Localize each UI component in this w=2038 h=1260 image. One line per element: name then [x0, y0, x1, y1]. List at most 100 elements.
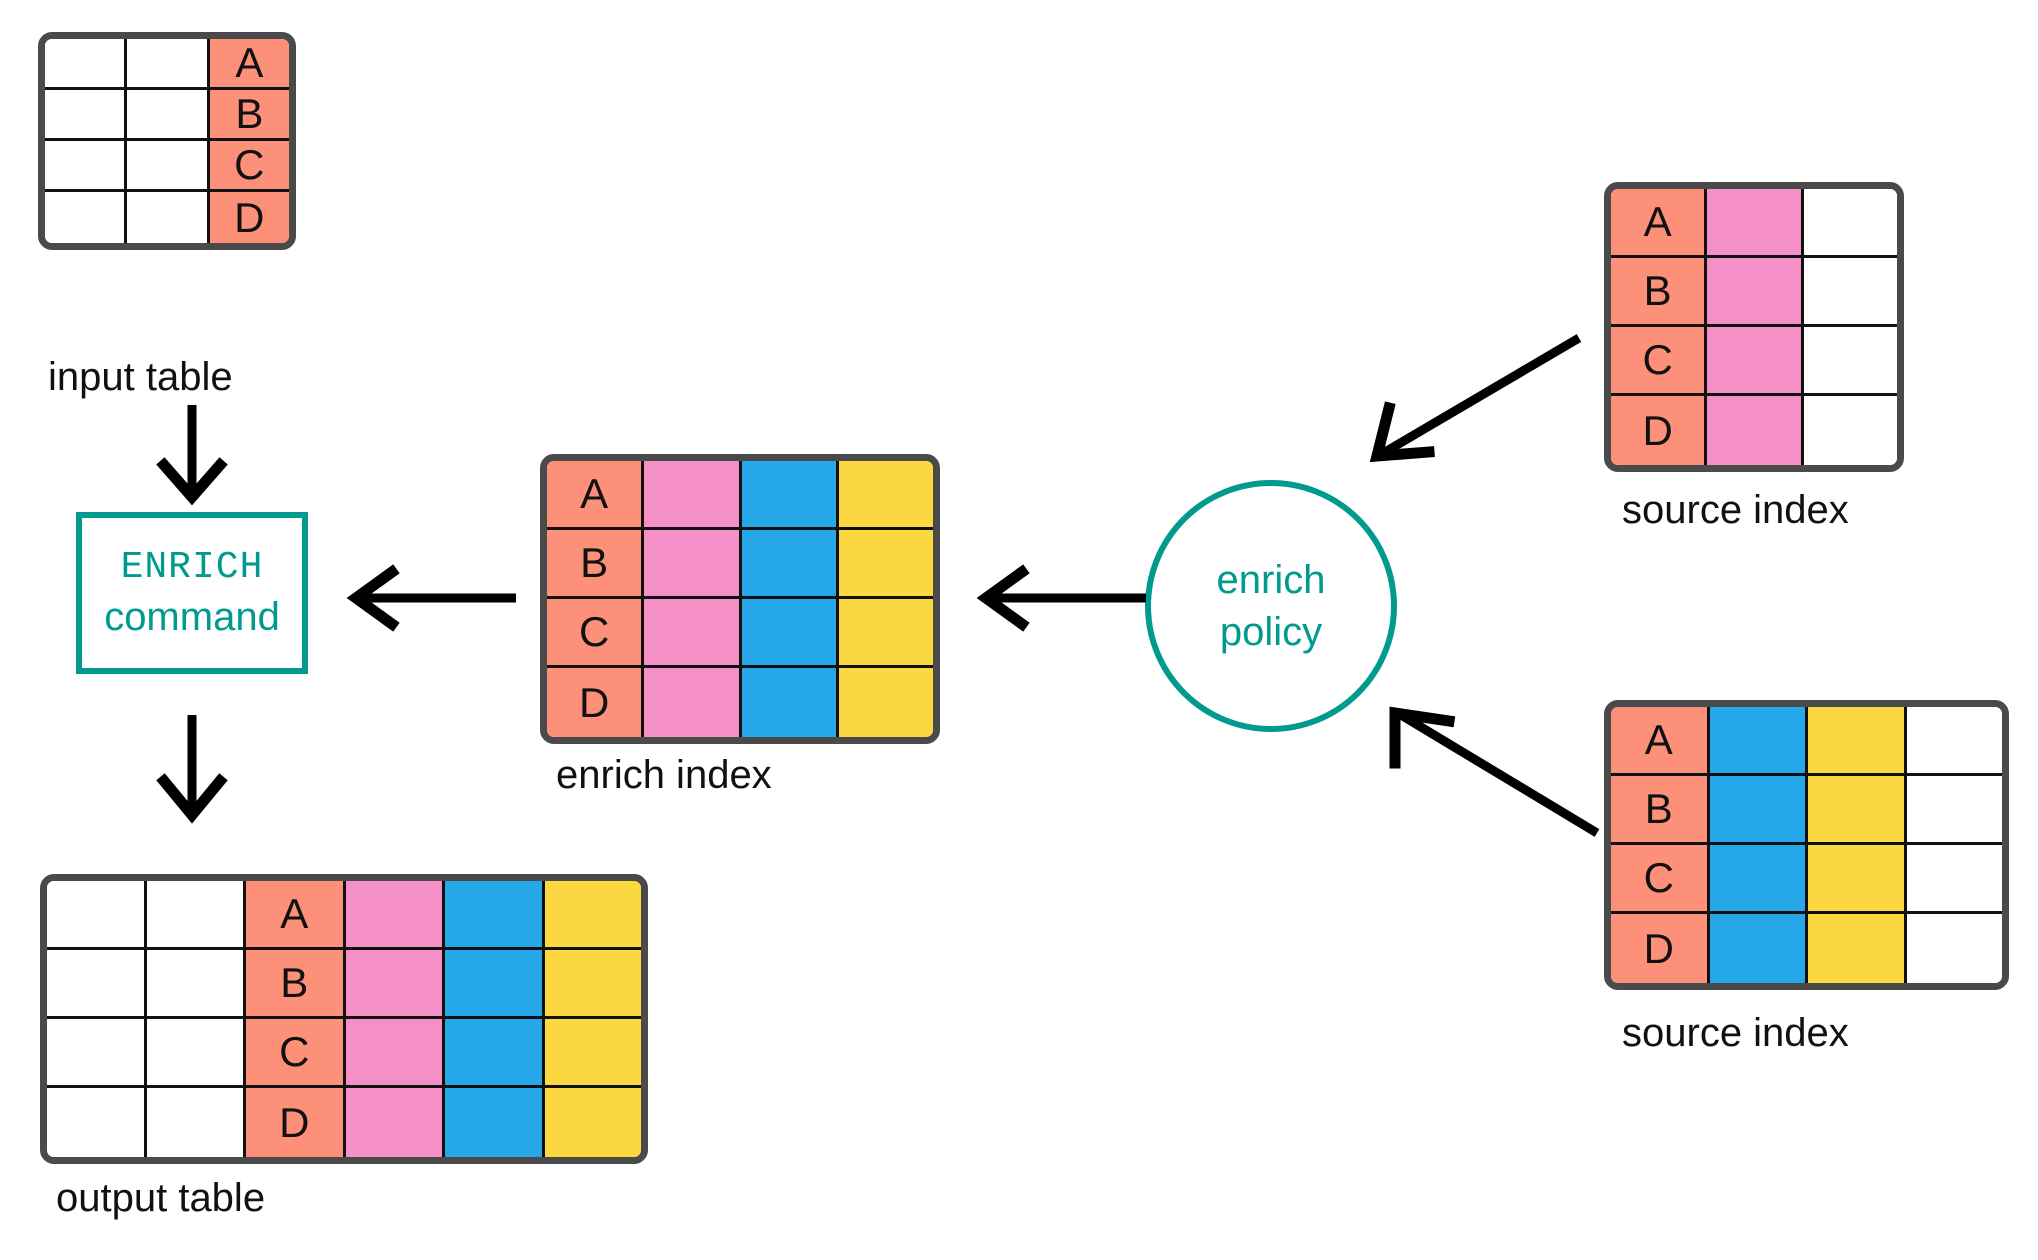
arrow-command-to-output [156, 715, 228, 824]
table-cell: B [547, 530, 645, 599]
table-cell [146, 950, 246, 1019]
enrich-index-caption: enrich index [556, 753, 772, 797]
table-cell [1707, 189, 1804, 258]
table-cell [1808, 845, 1907, 914]
table-cell [127, 90, 210, 141]
table-cell [45, 192, 128, 243]
table-cell [146, 1019, 246, 1088]
table-row: D [547, 668, 933, 737]
table-cell: C [209, 141, 289, 192]
input-table-caption: input table [48, 355, 233, 399]
table-cell [741, 668, 839, 737]
source-index-top-caption: source index [1622, 488, 1849, 532]
arrow-source-top-to-policy [1369, 334, 1582, 463]
table-cell [741, 599, 839, 668]
table-cell [1709, 776, 1808, 845]
table-cell: B [209, 90, 289, 141]
table-cell [47, 1088, 147, 1157]
table-row: B [547, 530, 933, 599]
enrich-policy-node[interactable]: enrich policy [1145, 480, 1397, 732]
table-row: C [47, 1019, 641, 1088]
table-cell: D [1611, 914, 1710, 983]
table-cell [127, 141, 210, 192]
table-cell [1707, 258, 1804, 327]
table-cell: C [246, 1019, 346, 1088]
table-cell [644, 668, 742, 737]
table-cell [1709, 845, 1808, 914]
enrich-policy-line2: policy [1219, 610, 1323, 654]
table-cell [1808, 707, 1907, 776]
table-cell [47, 881, 147, 950]
enrich-policy-line1: enrich [1216, 558, 1326, 602]
table-cell: B [1611, 776, 1710, 845]
table-cell [445, 881, 545, 950]
table-cell [644, 530, 742, 599]
enrich-command-keyword: ENRICH [120, 546, 264, 590]
table-cell: C [1611, 845, 1710, 914]
arrow-source-bottom-to-policy [1389, 706, 1600, 837]
table-cell [345, 1088, 445, 1157]
table-cell [1709, 914, 1808, 983]
table-cell: A [1611, 189, 1708, 258]
table-cell [445, 1019, 545, 1088]
table-cell [45, 90, 128, 141]
table-cell [345, 950, 445, 1019]
table-cell [1803, 189, 1897, 258]
table-cell [1803, 396, 1897, 465]
output-table-caption: output table [56, 1176, 266, 1220]
table-cell [838, 599, 933, 668]
table-cell [644, 599, 742, 668]
table-cell [1803, 327, 1897, 396]
table-row: A [47, 881, 641, 950]
table-cell [1808, 776, 1907, 845]
table-cell: D [209, 192, 289, 243]
table-row: B [1611, 776, 2002, 845]
table-cell [345, 1019, 445, 1088]
table-cell: D [1611, 396, 1708, 465]
table-cell [1707, 396, 1804, 465]
table-row: D [45, 192, 289, 243]
table-cell [644, 461, 742, 530]
arrow-policy-to-enrich-index [976, 564, 1146, 632]
table-cell: A [1611, 707, 1710, 776]
table-row: C [1611, 845, 2002, 914]
table-cell [544, 1088, 641, 1157]
table-row: B [1611, 258, 1897, 327]
table-cell [1707, 327, 1804, 396]
table-cell: D [246, 1088, 346, 1157]
table-cell: D [547, 668, 645, 737]
table-cell [127, 192, 210, 243]
table-cell [1906, 845, 2002, 914]
arrow-enrich-index-to-command [346, 564, 516, 632]
table-cell: B [1611, 258, 1708, 327]
table-cell [146, 881, 246, 950]
table-cell [1906, 707, 2002, 776]
table-cell [1803, 258, 1897, 327]
table-row: B [47, 950, 641, 1019]
table-row: C [45, 141, 289, 192]
table-cell: C [547, 599, 645, 668]
table-cell: C [1611, 327, 1708, 396]
table-cell [838, 530, 933, 599]
table-row: C [1611, 327, 1897, 396]
table-cell [445, 1088, 545, 1157]
table-row: C [547, 599, 933, 668]
enrich-command-label: command [104, 594, 280, 639]
table-cell [1808, 914, 1907, 983]
enrich-command-box[interactable]: ENRICH command [76, 512, 308, 674]
table-cell [544, 881, 641, 950]
table-cell [45, 141, 128, 192]
table-row: D [47, 1088, 641, 1157]
table-cell [127, 39, 210, 90]
table-cell [45, 39, 128, 90]
table-row: A [1611, 189, 1897, 258]
arrow-input-to-command [156, 405, 228, 506]
table-cell [47, 950, 147, 1019]
table-cell [741, 530, 839, 599]
table-cell: B [246, 950, 346, 1019]
